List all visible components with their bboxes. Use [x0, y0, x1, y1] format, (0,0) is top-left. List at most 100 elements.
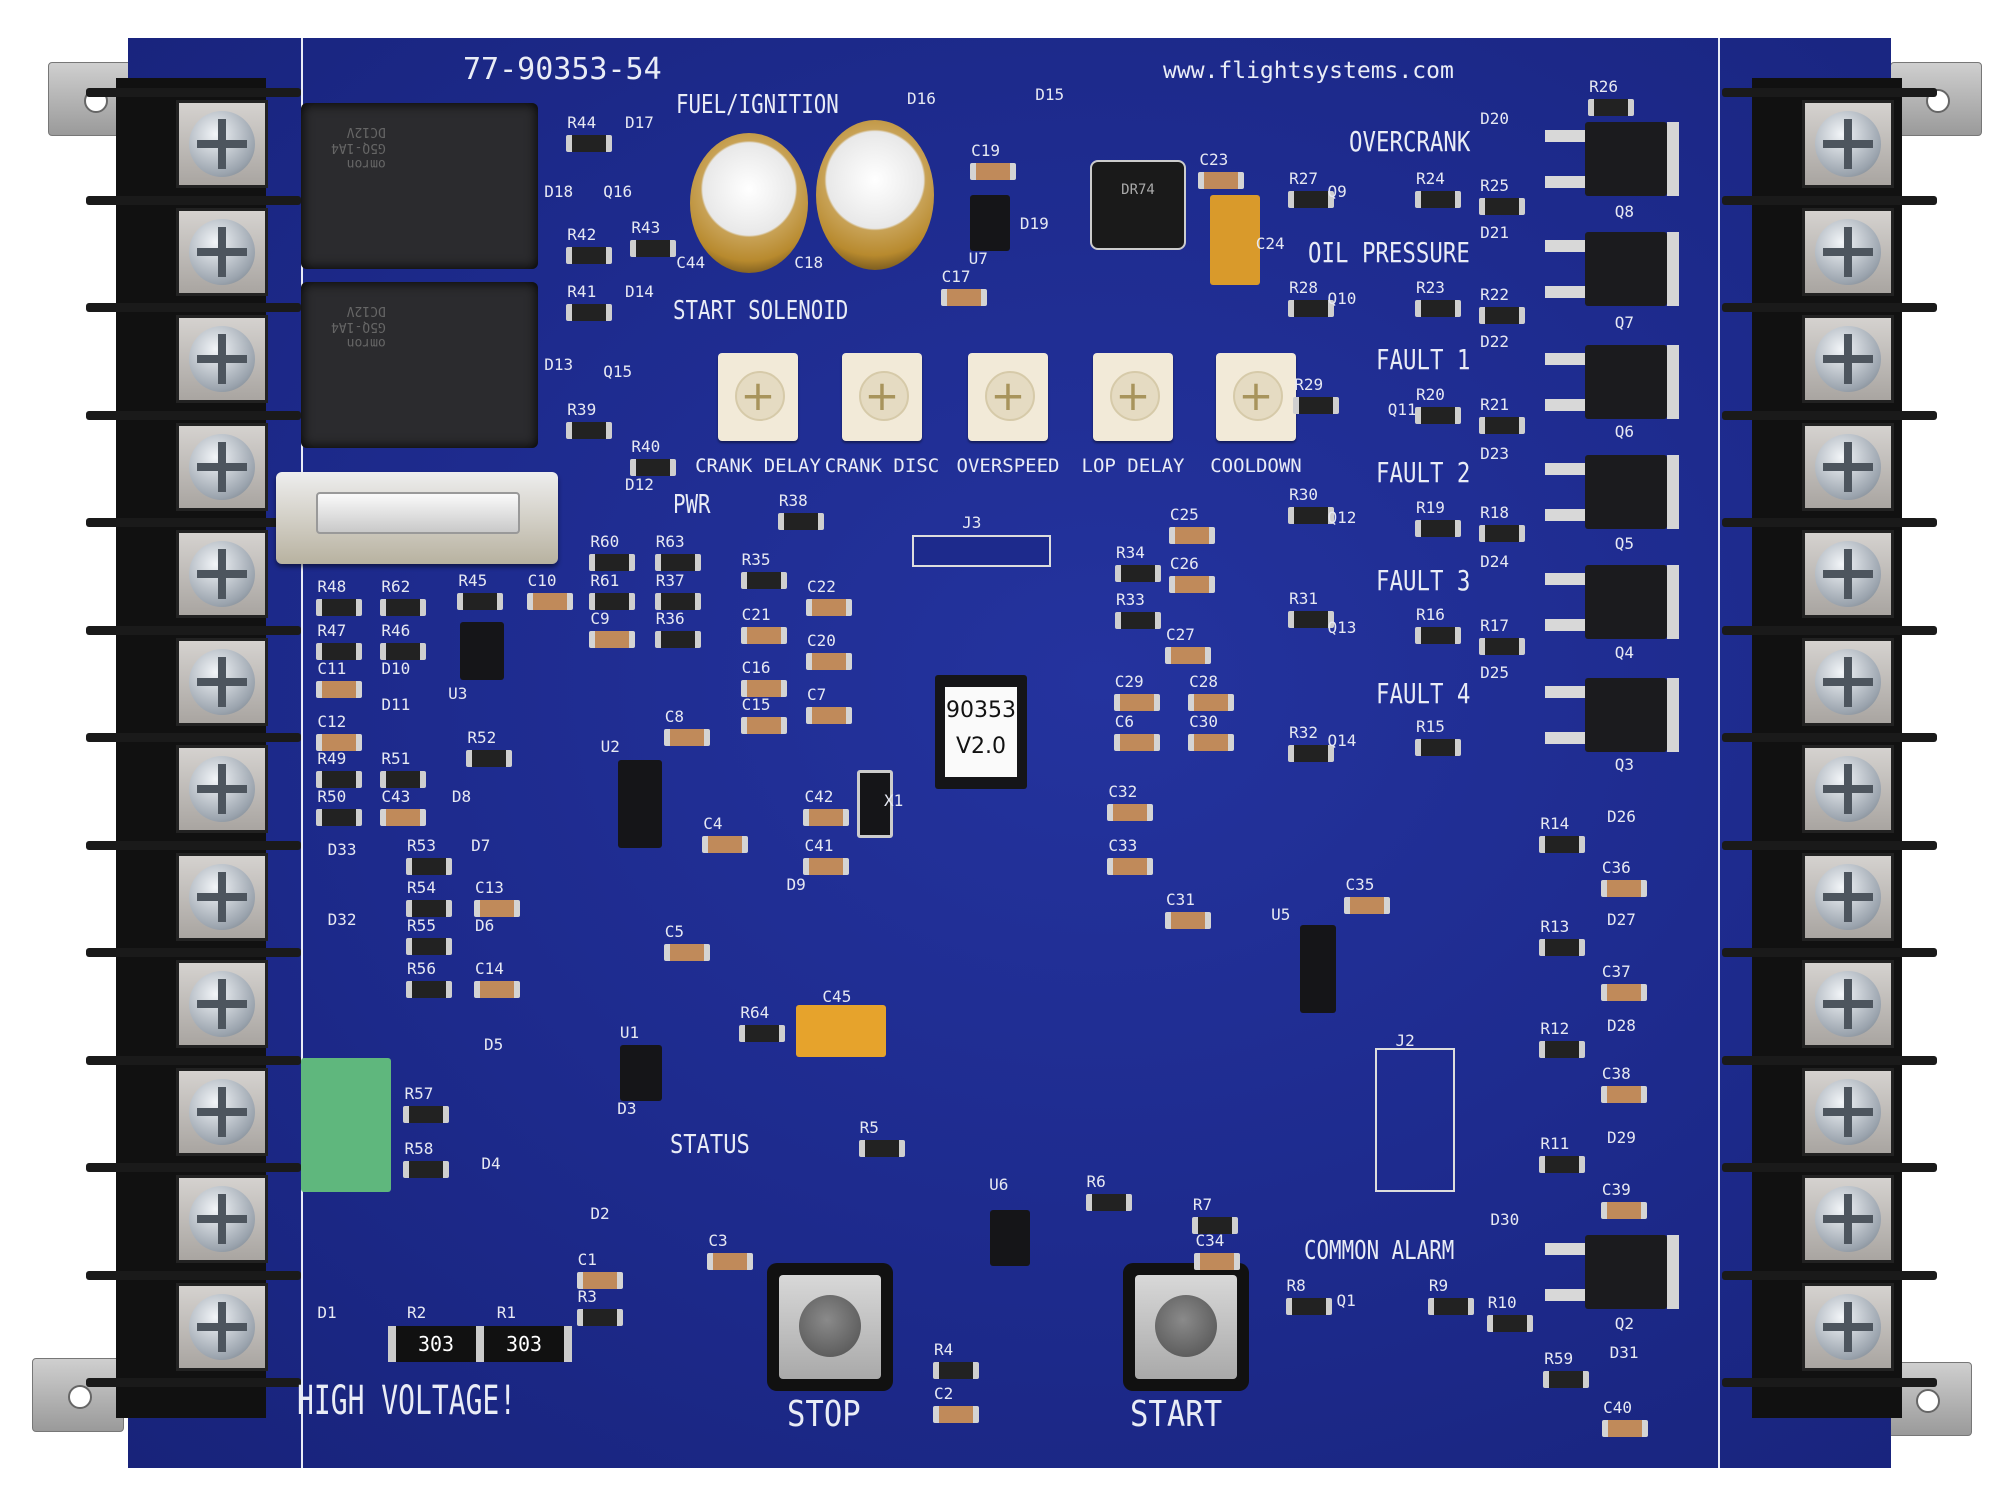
screw-icon[interactable]	[189, 1186, 255, 1252]
screw-icon[interactable]	[189, 218, 255, 285]
screw-icon[interactable]	[1815, 1293, 1881, 1360]
ref-designator: D14	[625, 282, 654, 302]
button-cap[interactable]	[1155, 1295, 1217, 1357]
ref-designator: D33	[327, 839, 357, 859]
ref-designator: U1	[619, 1023, 640, 1043]
screw-icon[interactable]	[189, 863, 255, 930]
ref-designator: Q16	[603, 182, 633, 202]
screw-icon[interactable]	[1815, 756, 1881, 822]
ref-designator: C35	[1345, 874, 1375, 894]
screw-icon[interactable]	[189, 1078, 255, 1145]
terminal-screw-cell	[1802, 745, 1894, 833]
pot-label: LOP DELAY	[1081, 455, 1185, 477]
capacitor-c38	[1600, 1086, 1647, 1104]
ref-designator: R42	[567, 224, 597, 244]
terminal-screw-cell	[1802, 207, 1894, 296]
ref-designator: R1	[496, 1302, 517, 1322]
trim-potentiometer[interactable]	[842, 353, 922, 441]
trim-potentiometer[interactable]	[1093, 353, 1173, 441]
ref-designator: R50	[317, 787, 347, 807]
screw-icon[interactable]	[1815, 433, 1881, 500]
fault2-label: FAULT 2	[1376, 456, 1471, 489]
capacitor-c9	[589, 631, 636, 649]
ref-designator: R34	[1116, 542, 1145, 562]
ref-designator: Q8	[1614, 201, 1634, 221]
inductor-marking: DR74	[1121, 182, 1155, 198]
ref-designator: R25	[1480, 175, 1509, 195]
button-cap[interactable]	[799, 1295, 861, 1357]
resistor-r44	[566, 135, 613, 153]
resistor-r49	[316, 770, 363, 788]
screw-icon[interactable]	[1815, 1078, 1881, 1145]
ref-designator: R29	[1294, 374, 1324, 394]
screw-icon[interactable]	[189, 326, 255, 392]
resistor-r19	[1414, 519, 1461, 537]
ref-designator: R23	[1415, 278, 1445, 298]
ref-designator: R6	[1086, 1172, 1106, 1191]
resistor-r5	[858, 1140, 905, 1158]
resistor-r53	[406, 858, 453, 876]
resistor-r52	[466, 750, 513, 768]
terminal-screw-cell	[1802, 637, 1894, 726]
ref-designator: R19	[1415, 497, 1445, 517]
trim-potentiometer[interactable]	[1216, 353, 1296, 441]
screw-icon[interactable]	[1815, 648, 1881, 715]
terminal-barrier	[86, 1163, 301, 1172]
ref-designator: R53	[407, 836, 436, 856]
ref-designator: U3	[448, 683, 468, 703]
ref-designator: R64	[740, 1002, 770, 1022]
screw-icon[interactable]	[189, 971, 255, 1037]
status-label: STATUS	[670, 1130, 750, 1160]
capacitor-c2	[932, 1405, 979, 1423]
ref-designator: Q10	[1327, 288, 1357, 308]
capacitor-c20	[806, 653, 853, 670]
screw-icon[interactable]	[1815, 111, 1881, 177]
terminal-barrier	[86, 840, 301, 850]
screw-icon[interactable]	[1815, 863, 1881, 930]
screw-icon[interactable]	[189, 541, 255, 607]
ref-designator: R40	[631, 437, 661, 457]
ref-designator: D24	[1480, 551, 1509, 571]
ref-designator: C1	[577, 1250, 597, 1270]
screw-icon[interactable]	[1815, 326, 1881, 392]
screw-icon[interactable]	[1815, 218, 1881, 285]
resistor-r32	[1288, 745, 1335, 763]
trim-potentiometer[interactable]	[968, 353, 1048, 441]
screw-icon[interactable]	[189, 756, 255, 822]
screw-icon[interactable]	[1815, 1186, 1881, 1252]
ref-designator: R14	[1540, 814, 1570, 834]
terminal-screw-cell	[176, 745, 268, 833]
resistor-r48	[316, 599, 363, 617]
capacitor-c29	[1113, 694, 1160, 712]
capacitor-c3	[707, 1252, 754, 1270]
start-button[interactable]	[1123, 1263, 1249, 1391]
ref-designator: D2	[590, 1204, 610, 1224]
ic-u6	[990, 1210, 1030, 1266]
capacitor-c17	[940, 288, 987, 306]
ref-designator: R18	[1480, 502, 1509, 522]
stop-button[interactable]	[767, 1263, 893, 1391]
capacitor-c27	[1165, 646, 1211, 664]
screw-icon[interactable]	[189, 1293, 255, 1360]
ref-designator: R36	[655, 609, 685, 629]
fuse-holder	[276, 472, 558, 564]
ref-designator: C41	[804, 836, 834, 856]
ref-designator: Q2	[1614, 1314, 1634, 1334]
ref-designator: D15	[1035, 84, 1065, 104]
ref-designator: C31	[1166, 889, 1195, 909]
ref-designator: C36	[1601, 857, 1631, 877]
ref-designator: R10	[1487, 1292, 1517, 1312]
ref-designator: D27	[1607, 910, 1636, 930]
screw-icon[interactable]	[189, 111, 255, 177]
screw-icon[interactable]	[189, 433, 255, 500]
capacitor-c6	[1113, 733, 1160, 751]
trim-potentiometer[interactable]	[718, 353, 798, 441]
screw-icon[interactable]	[189, 648, 255, 715]
ref-designator: D18	[544, 182, 574, 202]
screw-icon[interactable]	[1815, 541, 1881, 607]
resistor-r14	[1539, 836, 1586, 854]
terminal-screw-cell	[1802, 960, 1894, 1048]
ref-designator: C45	[822, 987, 852, 1007]
screw-icon[interactable]	[1815, 971, 1881, 1037]
ref-designator: R8	[1286, 1275, 1306, 1295]
